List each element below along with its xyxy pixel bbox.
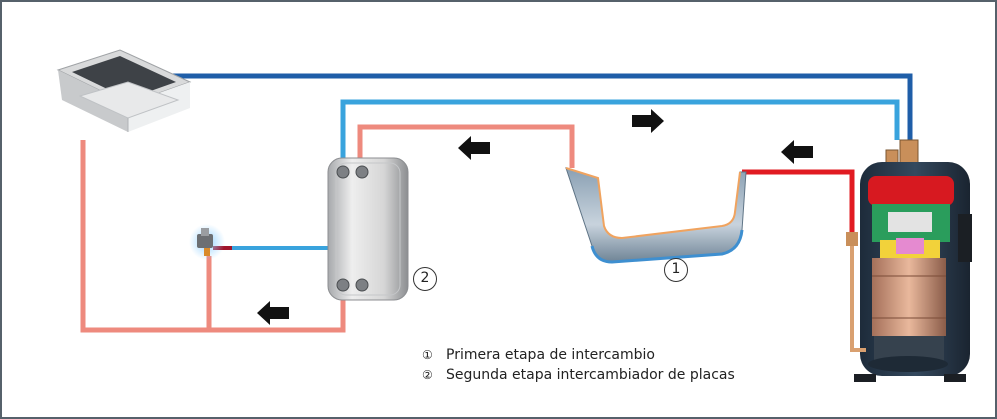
stage-2-marker: 2: [413, 267, 437, 291]
stage-1-marker: 1: [664, 258, 688, 282]
flow-arrow-left-bottom: [257, 301, 289, 325]
flow-arrow-left-salmon: [458, 136, 490, 160]
flow-arrow-left-red: [781, 140, 813, 164]
legend-symbol: ②: [422, 368, 433, 382]
legend-symbol: ①: [422, 348, 433, 362]
pipe-dark-blue: [172, 73, 913, 140]
legend-item-stage-1: ① Primera etapa de intercambio: [422, 345, 735, 365]
pipe-light-blue-valve: [213, 246, 335, 282]
pipe-salmon-top: [357, 124, 575, 170]
legend-label: Primera etapa de intercambio: [446, 347, 655, 363]
trough-exchanger: [565, 167, 747, 264]
pipe-red-hot: [742, 169, 855, 232]
pipe-salmon-loop: [80, 140, 346, 333]
scroll-compressor: [846, 139, 972, 382]
expansion-valve: [189, 224, 225, 260]
legend-label: Segunda etapa intercambiador de placas: [446, 367, 735, 383]
legend: ① Primera etapa de intercambio ② Segunda e…: [422, 345, 735, 385]
legend-item-stage-2: ② Segunda etapa intercambiador de placas: [422, 365, 735, 385]
flow-arrow-right: [632, 109, 664, 133]
cassette-indoor-unit: [56, 49, 192, 132]
pipe-light-blue-top: [340, 99, 900, 170]
plate-heat-exchanger: [327, 157, 409, 301]
